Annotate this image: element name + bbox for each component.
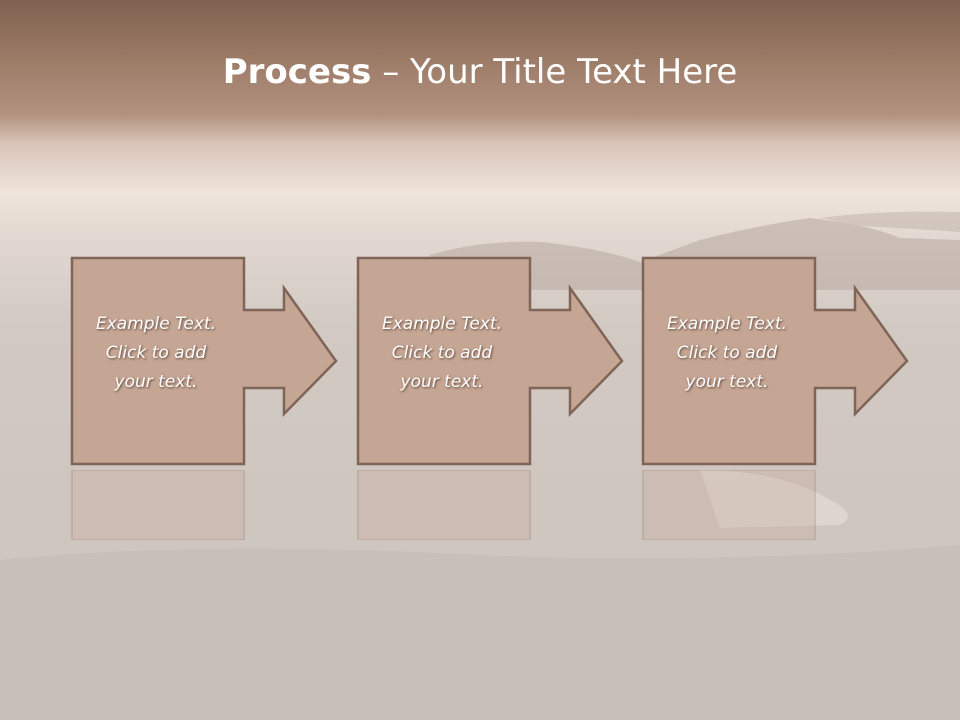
process-step-1[interactable]: Example Text. Click to add your text. [70,256,340,470]
title-rest: – Your Title Text Here [371,52,738,92]
step-text-line2: Click to add [391,343,493,363]
step-text-line3: your text. [685,372,769,392]
step-text: Example Text. Click to add your text. [641,310,813,397]
arrow-box-shape [70,256,338,466]
step-text-line2: Click to add [105,343,207,363]
step-text-line1: Example Text. [381,314,503,334]
step-text: Example Text. Click to add your text. [70,310,242,397]
step-text-line2: Click to add [676,343,778,363]
step-text-line1: Example Text. [95,314,217,334]
step-text-line3: your text. [114,372,198,392]
arrow-box-shape [356,256,624,466]
process-step-2[interactable]: Example Text. Click to add your text. [356,256,626,470]
process-step-3[interactable]: Example Text. Click to add your text. [641,256,911,470]
step-text: Example Text. Click to add your text. [356,310,528,397]
title-bold: Process [222,52,372,92]
arrow-box-shape [641,256,909,466]
step-text-line3: your text. [400,372,484,392]
slide-title[interactable]: Process – Your Title Text Here [0,52,960,92]
step-text-line1: Example Text. [666,314,788,334]
